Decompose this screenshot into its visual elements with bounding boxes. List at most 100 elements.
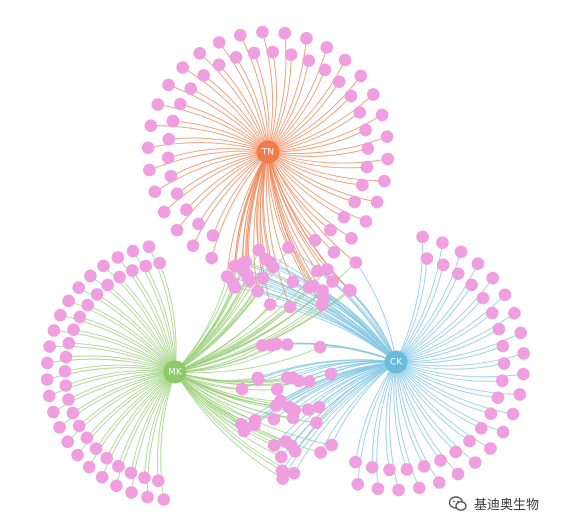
hub-node-tn [256,140,280,164]
edge-ck [395,236,424,363]
hub-node-mk [163,360,187,384]
edge-mk [159,262,177,373]
shared-leaf-node [286,371,300,385]
edge-tn [182,67,269,153]
edge-tn [266,151,291,308]
edge-ck [395,361,514,415]
leaf-node [468,456,482,469]
edge-ck [355,262,397,363]
edge-mk [174,281,294,373]
leaf-node [318,63,332,77]
leaf-node [212,58,226,72]
shared-leaf-node [251,371,264,385]
leaf-node [383,463,396,477]
leaf-node [491,391,505,405]
leaf-node [365,461,379,474]
edge-ck [395,312,493,363]
leaf-node [497,357,511,370]
leaf-node [381,152,395,166]
leaf-node [170,187,184,200]
edge-ck [395,345,503,364]
leaf-node [152,474,165,488]
leaf-node [162,132,176,146]
edge-ck [257,359,397,379]
leaf-node [41,356,54,370]
shared-leaf-node [267,412,281,426]
edge-tn [262,151,271,264]
edge-ck [395,251,462,363]
leaf-node [139,259,152,273]
edge-tn [267,136,388,154]
shared-leaf-node [282,241,295,254]
leaf-node [47,405,60,419]
edge-mk [86,371,176,439]
shared-leaf-node [270,337,283,351]
edge-mk [174,277,249,373]
edge-mk [174,346,321,374]
leaf-node [54,308,67,322]
edge-mk [65,370,176,386]
leaf-node [266,45,280,59]
edge-ck [395,297,484,363]
leaf-node [62,294,75,308]
edge-tn [239,35,269,153]
edge-tn [245,151,269,262]
edge-mk [174,371,295,474]
leaf-node [517,347,530,360]
leaf-node [58,365,72,378]
shared-leaf-node [312,400,326,414]
shared-leaf-node [239,255,253,269]
leaf-node [229,51,243,64]
leaf-node [62,336,76,350]
leaf-node [157,493,171,506]
shared-leaf-node [287,467,301,480]
edge-ck [290,306,397,363]
edge-tn [267,75,362,153]
leaf-node [508,306,521,320]
edge-mk [96,293,176,373]
leaf-node [496,339,510,353]
leaf-node [378,174,391,188]
edge-ck [395,361,440,483]
leaf-node [95,470,109,484]
leaf-node [308,234,322,247]
leaf-node [67,323,80,337]
leaf-node [370,195,384,209]
leaf-node [43,340,56,353]
leaf-node [344,89,358,103]
leaf-node [513,388,527,401]
leaf-node [43,389,56,403]
shared-leaf-node [235,382,249,396]
leaf-node [113,270,126,284]
leaf-node [89,442,103,456]
shared-leaf-node [283,300,297,314]
edge-tn [168,84,269,153]
leaf-node [332,75,346,88]
shared-leaf-node [326,275,339,288]
edge-ck [395,361,503,382]
leaf-node [193,47,206,60]
leaf-node [454,245,468,259]
leaf-node [484,407,498,421]
edge-mk [79,316,176,373]
shared-leaf-node [259,252,272,266]
edge-ck [395,332,521,363]
leaf-node [371,482,385,496]
edge-mk [72,371,176,414]
leaf-node [184,82,197,95]
leaf-node [72,281,85,295]
edge-ck [393,361,408,470]
edge-mk [106,371,176,459]
leaf-node [351,477,365,491]
watermark: 基迪奥生物 [448,494,539,513]
edge-ck [395,361,441,461]
edge-ck [357,361,397,485]
shared-leaf-node [241,271,255,285]
leaf-node [338,53,352,67]
shared-leaf-node [302,375,316,388]
edge-ck [395,361,425,467]
edge-mk [143,371,176,478]
leaf-node [496,425,510,439]
edge-mk [64,364,176,373]
